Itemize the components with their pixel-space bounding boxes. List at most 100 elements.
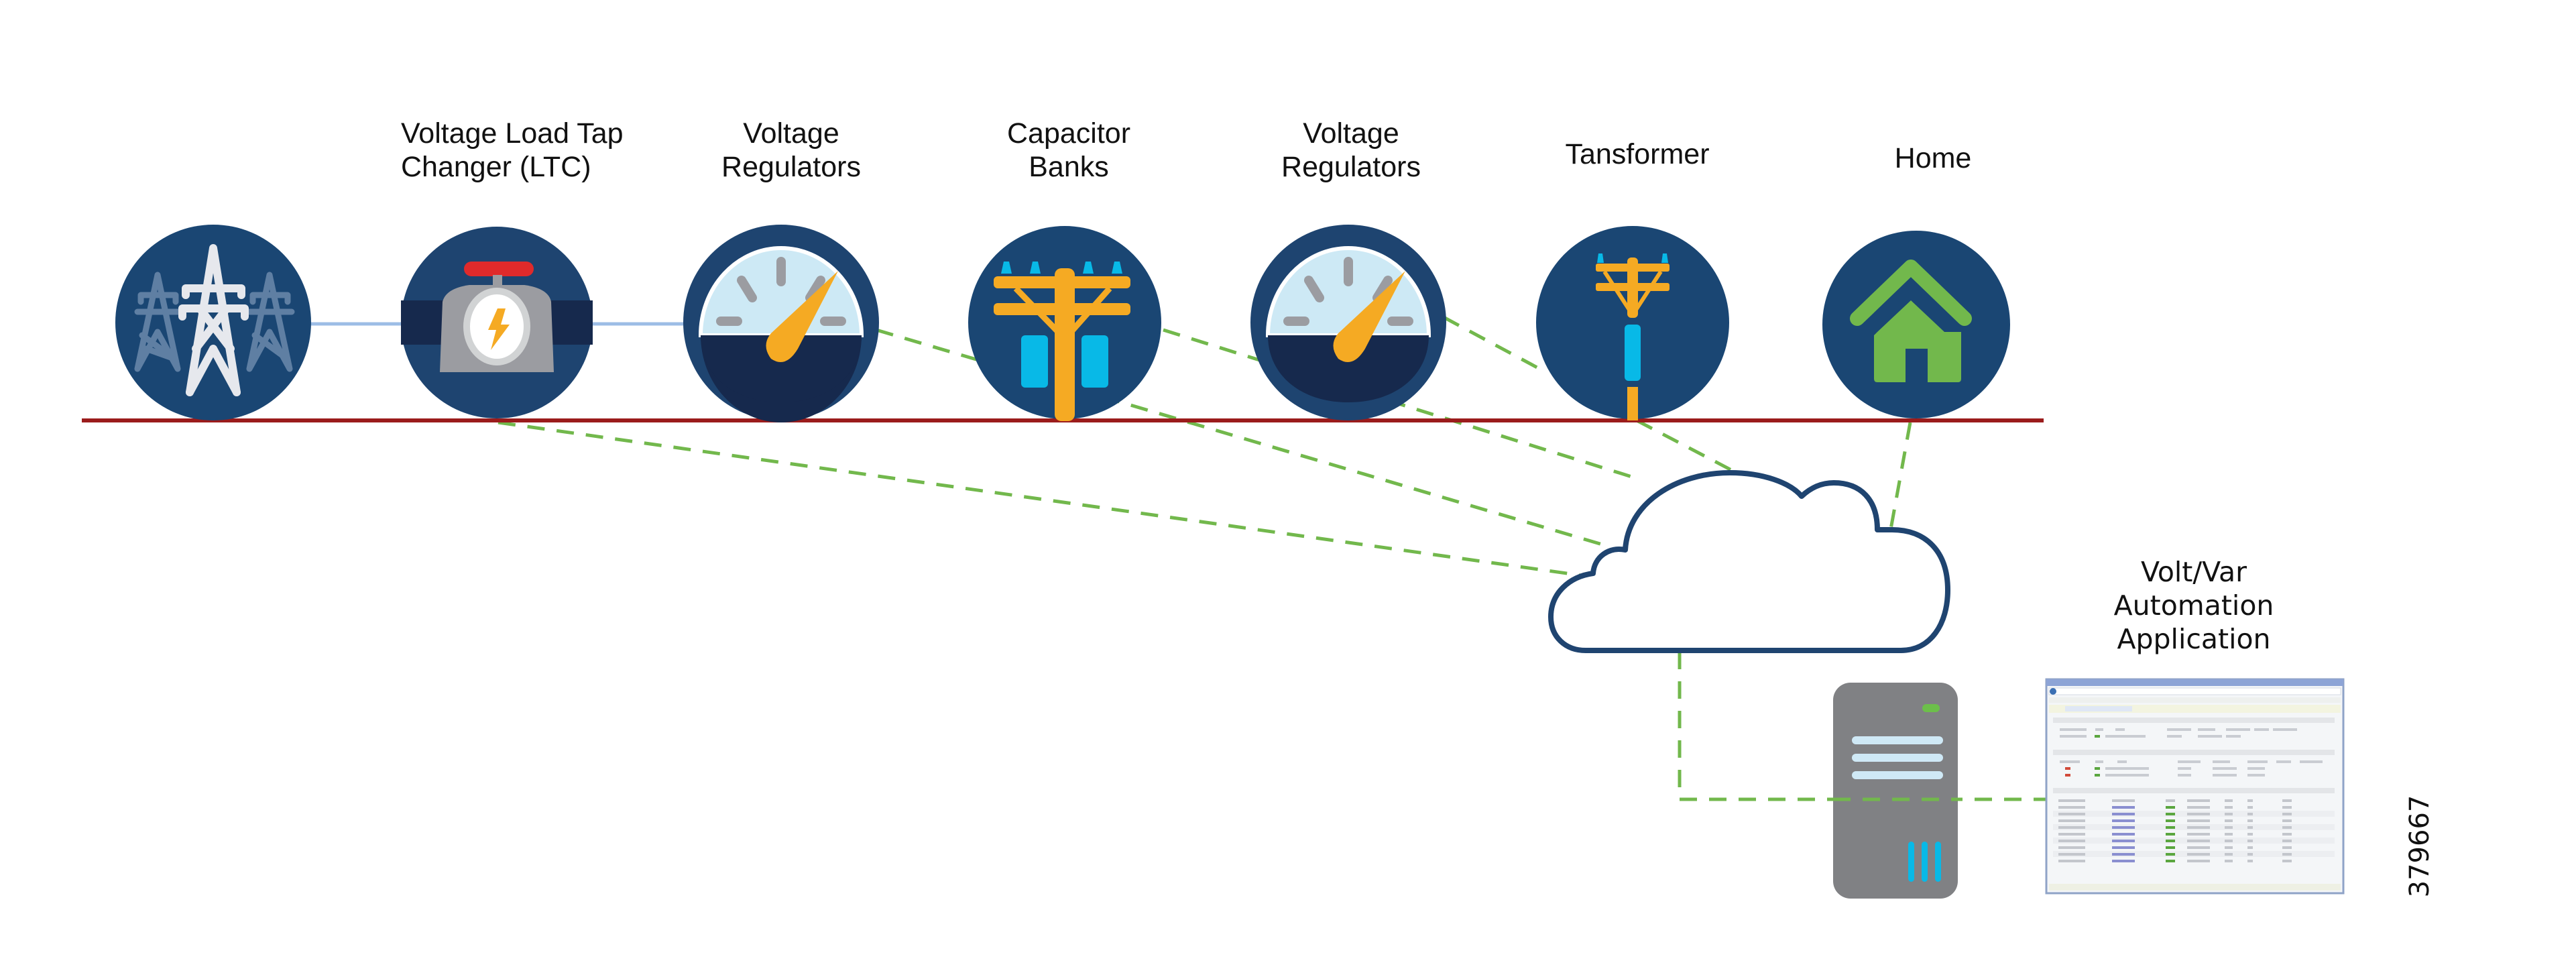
app-row-cell xyxy=(2058,853,2085,856)
app-row-cell xyxy=(2058,860,2085,862)
app-row-cell xyxy=(2282,853,2292,856)
app-row-cell xyxy=(2187,846,2210,849)
transmission-tower-icon xyxy=(134,244,295,396)
label-ltc-line1: Voltage Load Tap xyxy=(401,117,624,150)
label-capbank-line2: Banks xyxy=(1029,151,1109,183)
app-row-cell xyxy=(2247,826,2253,829)
app-row-cell xyxy=(2247,840,2253,842)
load-tap-changer-icon xyxy=(440,262,554,372)
cloud-icon xyxy=(1548,470,1950,653)
app-row-cell xyxy=(2282,819,2292,822)
node-vr2 xyxy=(1250,225,1446,420)
label-home: Home xyxy=(1895,142,1972,174)
app-row-cell xyxy=(2225,860,2233,862)
app-label-line3: Application xyxy=(2117,623,2270,655)
app-row-cell xyxy=(2247,799,2253,802)
app-row-cell xyxy=(2058,813,2085,815)
app-row-cell xyxy=(2282,833,2292,836)
app-row-cell xyxy=(2058,846,2085,849)
data-link-vr2-cloud xyxy=(1442,315,1543,372)
app-row-cell xyxy=(2166,806,2175,809)
app-row-cell xyxy=(2166,833,2175,836)
app-row-cell xyxy=(2282,813,2292,815)
app-row-cell xyxy=(2247,819,2253,822)
app-row-cell xyxy=(2225,846,2233,849)
transformer-circle xyxy=(1536,226,1729,419)
data-link-transformer-cloud xyxy=(1635,418,1738,475)
app-row-cell xyxy=(2282,860,2292,862)
app-row-cell xyxy=(2058,840,2085,842)
label-vr1-line1: Voltage xyxy=(743,117,839,150)
app-row-cell xyxy=(2112,853,2135,856)
app-row-cell xyxy=(2225,840,2233,842)
node-vr1 xyxy=(683,225,879,422)
node-labels: Voltage Load Tap Changer (LTC) Voltage R… xyxy=(401,117,1971,183)
app-row-cell xyxy=(2282,826,2292,829)
figure-id: 379667 xyxy=(2404,795,2435,898)
data-link-ltc-cloud xyxy=(497,420,1591,579)
gauge-icon xyxy=(1265,246,1431,402)
app-row-cell xyxy=(2282,799,2292,802)
node-ltc xyxy=(401,227,593,418)
app-row-cell xyxy=(2166,853,2175,856)
transformer-pole-icon xyxy=(1596,253,1670,420)
app-label-line2: Automation xyxy=(2114,589,2274,622)
app-row-cell xyxy=(2225,826,2233,829)
app-row-cell xyxy=(2225,813,2233,815)
app-row-cell xyxy=(2112,813,2135,815)
app-row-cell xyxy=(2247,806,2253,809)
app-row-cell xyxy=(2247,846,2253,849)
application-window-icon xyxy=(2045,678,2345,895)
label-transformer: Tansformer xyxy=(1565,138,1709,170)
gauge-icon xyxy=(698,246,864,422)
app-row-cell xyxy=(2187,813,2210,815)
app-row-cell xyxy=(2187,819,2210,822)
node-home xyxy=(1822,231,2010,418)
app-row-cell xyxy=(2247,813,2253,815)
data-link-home-cloud xyxy=(1885,422,1912,552)
app-row-cell xyxy=(2112,799,2135,802)
app-row-cell xyxy=(2166,846,2175,849)
app-row-cell xyxy=(2112,846,2135,849)
app-row-cell xyxy=(2166,813,2175,815)
app-row-cell xyxy=(2247,833,2253,836)
app-row-cell xyxy=(2187,860,2210,862)
app-row-cell xyxy=(2282,840,2292,842)
app-row-cell xyxy=(2187,840,2210,842)
app-row-cell xyxy=(2166,799,2175,802)
label-vr2-line2: Regulators xyxy=(1281,151,1421,183)
app-row-cell xyxy=(2112,833,2135,836)
server-icon xyxy=(1833,683,1958,899)
app-row-cell xyxy=(2112,860,2135,862)
capacitor-bank-pole-icon xyxy=(994,262,1130,421)
app-row-cell xyxy=(2112,826,2135,829)
app-row-cell xyxy=(2166,860,2175,862)
app-row-cell xyxy=(2166,840,2175,842)
node-transformer xyxy=(1536,226,1729,420)
app-row-cell xyxy=(2058,819,2085,822)
home-icon xyxy=(1850,260,1972,382)
app-row-cell xyxy=(2112,840,2135,842)
app-label-line1: Volt/Var xyxy=(2141,556,2247,588)
app-row-cell xyxy=(2187,799,2210,802)
label-ltc-line2: Changer (LTC) xyxy=(401,151,591,183)
app-row-cell xyxy=(2225,833,2233,836)
app-row-cell xyxy=(2247,860,2253,862)
app-row-cell xyxy=(2166,826,2175,829)
app-row-cell xyxy=(2058,826,2085,829)
app-row-cell xyxy=(2247,853,2253,856)
app-row-cell xyxy=(2058,833,2085,836)
app-row-cell xyxy=(2187,833,2210,836)
application-label: Volt/Var Automation Application xyxy=(2114,556,2274,655)
label-vr1-line2: Regulators xyxy=(721,151,861,183)
app-row-cell xyxy=(2225,819,2233,822)
app-row-cell xyxy=(2166,819,2175,822)
app-row-cell xyxy=(2225,806,2233,809)
node-capbank xyxy=(968,226,1161,421)
app-row-cell xyxy=(2282,806,2292,809)
app-row-cell xyxy=(2225,853,2233,856)
app-row-cell xyxy=(2225,799,2233,802)
app-row-cell xyxy=(2058,799,2085,802)
app-row-cell xyxy=(2058,806,2085,809)
